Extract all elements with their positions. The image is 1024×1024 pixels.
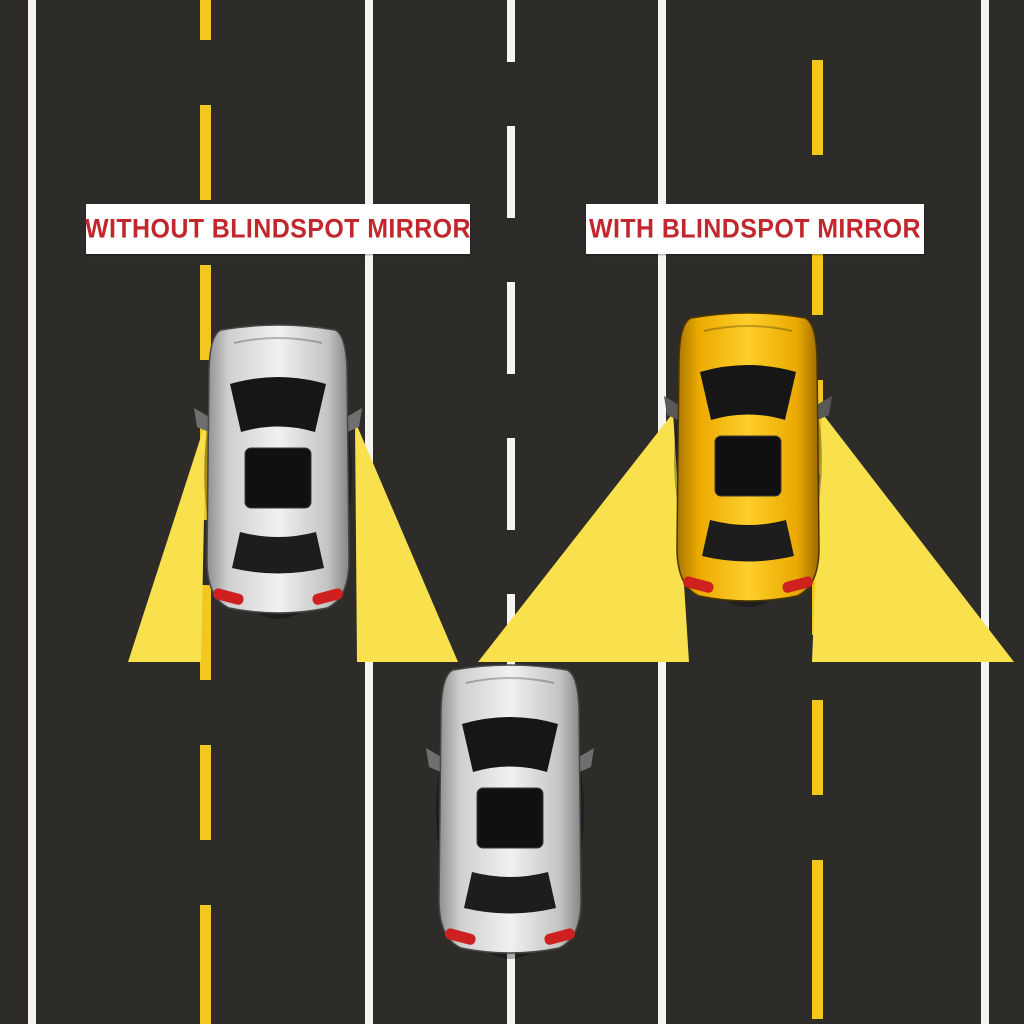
lane-line-solid-white-4 bbox=[981, 0, 989, 1024]
hood-line bbox=[465, 677, 555, 684]
rear-window bbox=[464, 872, 556, 914]
right-taillight bbox=[544, 928, 575, 945]
car-without-blindspot-mirror bbox=[194, 324, 362, 619]
rear-window bbox=[702, 520, 794, 562]
lane-line-dashed-yellow-1 bbox=[200, 0, 211, 1024]
car-with-blindspot-mirror bbox=[664, 312, 832, 607]
hood-line bbox=[233, 337, 323, 344]
rear-window bbox=[232, 532, 324, 574]
banner-with-mirror-label: WITH BLINDSPOT MIRROR bbox=[589, 213, 921, 244]
sunroof bbox=[244, 447, 312, 509]
narrow-right-mirror-cone bbox=[355, 421, 458, 662]
lane-line-solid-white-1 bbox=[28, 0, 36, 1024]
sunroof bbox=[714, 435, 782, 497]
windshield bbox=[700, 365, 796, 420]
right-side-mirror-icon bbox=[577, 748, 594, 773]
banner-without-mirror: WITHOUT BLINDSPOT MIRROR bbox=[85, 204, 471, 254]
hood-line bbox=[703, 325, 793, 332]
lane-line-dashed-white-center bbox=[507, 0, 515, 1024]
banner-with-mirror: WITH BLINDSPOT MIRROR bbox=[586, 204, 924, 254]
wide-right-mirror-cone bbox=[812, 413, 1014, 662]
left-taillight bbox=[445, 928, 476, 945]
sunroof bbox=[476, 787, 544, 849]
left-side-mirror-icon bbox=[426, 748, 443, 773]
approaching-car bbox=[426, 664, 594, 959]
banner-without-mirror-label: WITHOUT BLINDSPOT MIRROR bbox=[85, 213, 471, 244]
right-taillight bbox=[312, 588, 343, 605]
left-taillight bbox=[213, 588, 244, 605]
narrow-left-mirror-cone bbox=[128, 421, 206, 662]
right-side-mirror-icon bbox=[815, 396, 832, 421]
right-side-mirror-icon bbox=[345, 408, 362, 433]
right-taillight bbox=[782, 576, 813, 593]
left-side-mirror-icon bbox=[194, 408, 211, 433]
wide-left-mirror-cone bbox=[478, 413, 689, 662]
windshield bbox=[230, 377, 326, 432]
windshield bbox=[462, 717, 558, 772]
left-taillight bbox=[683, 576, 714, 593]
left-side-mirror-icon bbox=[664, 396, 681, 421]
